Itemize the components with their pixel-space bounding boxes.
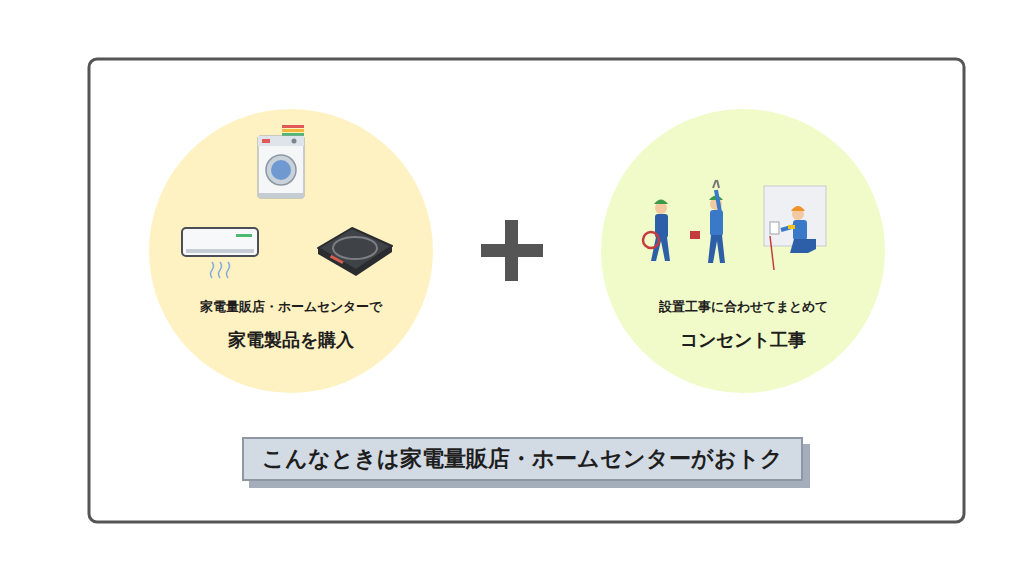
- conclusion-banner: こんなときは家電量販店・ホームセンターがおトク: [242, 437, 803, 481]
- electrician-workers-icon-part: [788, 225, 795, 229]
- circle-fill: [149, 109, 433, 393]
- electrician-workers-icon-part: [643, 232, 659, 248]
- air-conditioner-icon: [182, 228, 258, 278]
- circle-outline: [601, 109, 885, 393]
- air-conditioner-icon-part: [182, 228, 258, 256]
- air-conditioner-icon-part: [211, 262, 230, 278]
- washing-machine-icon-part: [282, 133, 304, 136]
- plus-sign-part: [505, 220, 518, 281]
- electrician-workers-icon-part: [792, 208, 804, 220]
- electrician-workers-icon-part: [713, 180, 719, 188]
- electrician-workers-icon-part: [655, 202, 667, 214]
- washing-machine-icon-part: [271, 160, 291, 180]
- washing-machine-icon-part: [282, 129, 304, 132]
- main-label: 家電製品を購入: [149, 329, 433, 352]
- washing-machine-icon-part: [262, 139, 270, 143]
- circle-subtitle: 設置工事に合わせてまとめて: [601, 299, 885, 315]
- electrician-workers-icon-part: [793, 220, 807, 240]
- induction-cooker-icon-part: [318, 228, 392, 270]
- electrician-workers-icon-part: [764, 186, 826, 246]
- air-conditioner-icon-part: [236, 234, 252, 237]
- plus-sign: [481, 220, 543, 281]
- electrician-workers-icon-part: [716, 190, 720, 212]
- electrician-workers-icon-part: [790, 239, 816, 253]
- induction-cooker-icon: [318, 228, 392, 276]
- washing-machine-icon-part: [258, 136, 304, 146]
- washing-machine-icon-part: [258, 136, 304, 198]
- installation-circle: 設置工事に合わせてまとめてコンセント工事: [601, 109, 885, 393]
- washing-machine-icon-part: [258, 193, 304, 198]
- washing-machine-icon: [258, 125, 304, 198]
- outer-frame: [89, 59, 964, 522]
- induction-cooker-icon-part: [333, 237, 377, 259]
- electrician-workers-icon-part: [710, 210, 723, 236]
- plus-sign-part: [481, 244, 543, 257]
- main-label: コンセント工事: [601, 329, 885, 352]
- washing-machine-icon-part: [292, 139, 297, 144]
- electrician-workers-icon-part: [690, 231, 700, 239]
- main-label: こんなときは家電量販店・ホームセンターがおトク: [262, 445, 783, 473]
- circle-outline: [149, 109, 433, 393]
- electrician-workers-icon-part: [781, 226, 795, 230]
- electrician-workers-icon-part: [655, 214, 668, 238]
- washing-machine-icon-part: [266, 155, 296, 185]
- electrician-workers-icon-part: [710, 198, 722, 210]
- electrician-workers-icon-part: [709, 196, 723, 201]
- electrician-workers-icon-part: [654, 200, 668, 205]
- electrician-workers-icon-part: [791, 206, 805, 211]
- electrician-workers-icon: [643, 180, 826, 270]
- purchase-circle: 家電量販店・ホームセンターで家電製品を購入: [149, 109, 433, 393]
- circle-subtitle: 家電量販店・ホームセンターで: [149, 299, 433, 315]
- electrician-workers-icon-part: [651, 237, 670, 261]
- electrician-workers-icon-part: [708, 235, 725, 263]
- electrician-workers-icon-part: [770, 222, 779, 234]
- induction-cooker-icon-part: [330, 255, 344, 264]
- electrician-workers-icon-part: [770, 236, 774, 270]
- air-conditioner-icon-part: [186, 249, 254, 253]
- circle-fill: [601, 109, 885, 393]
- induction-cooker-icon-part: [318, 246, 392, 276]
- washing-machine-icon-part: [282, 125, 304, 128]
